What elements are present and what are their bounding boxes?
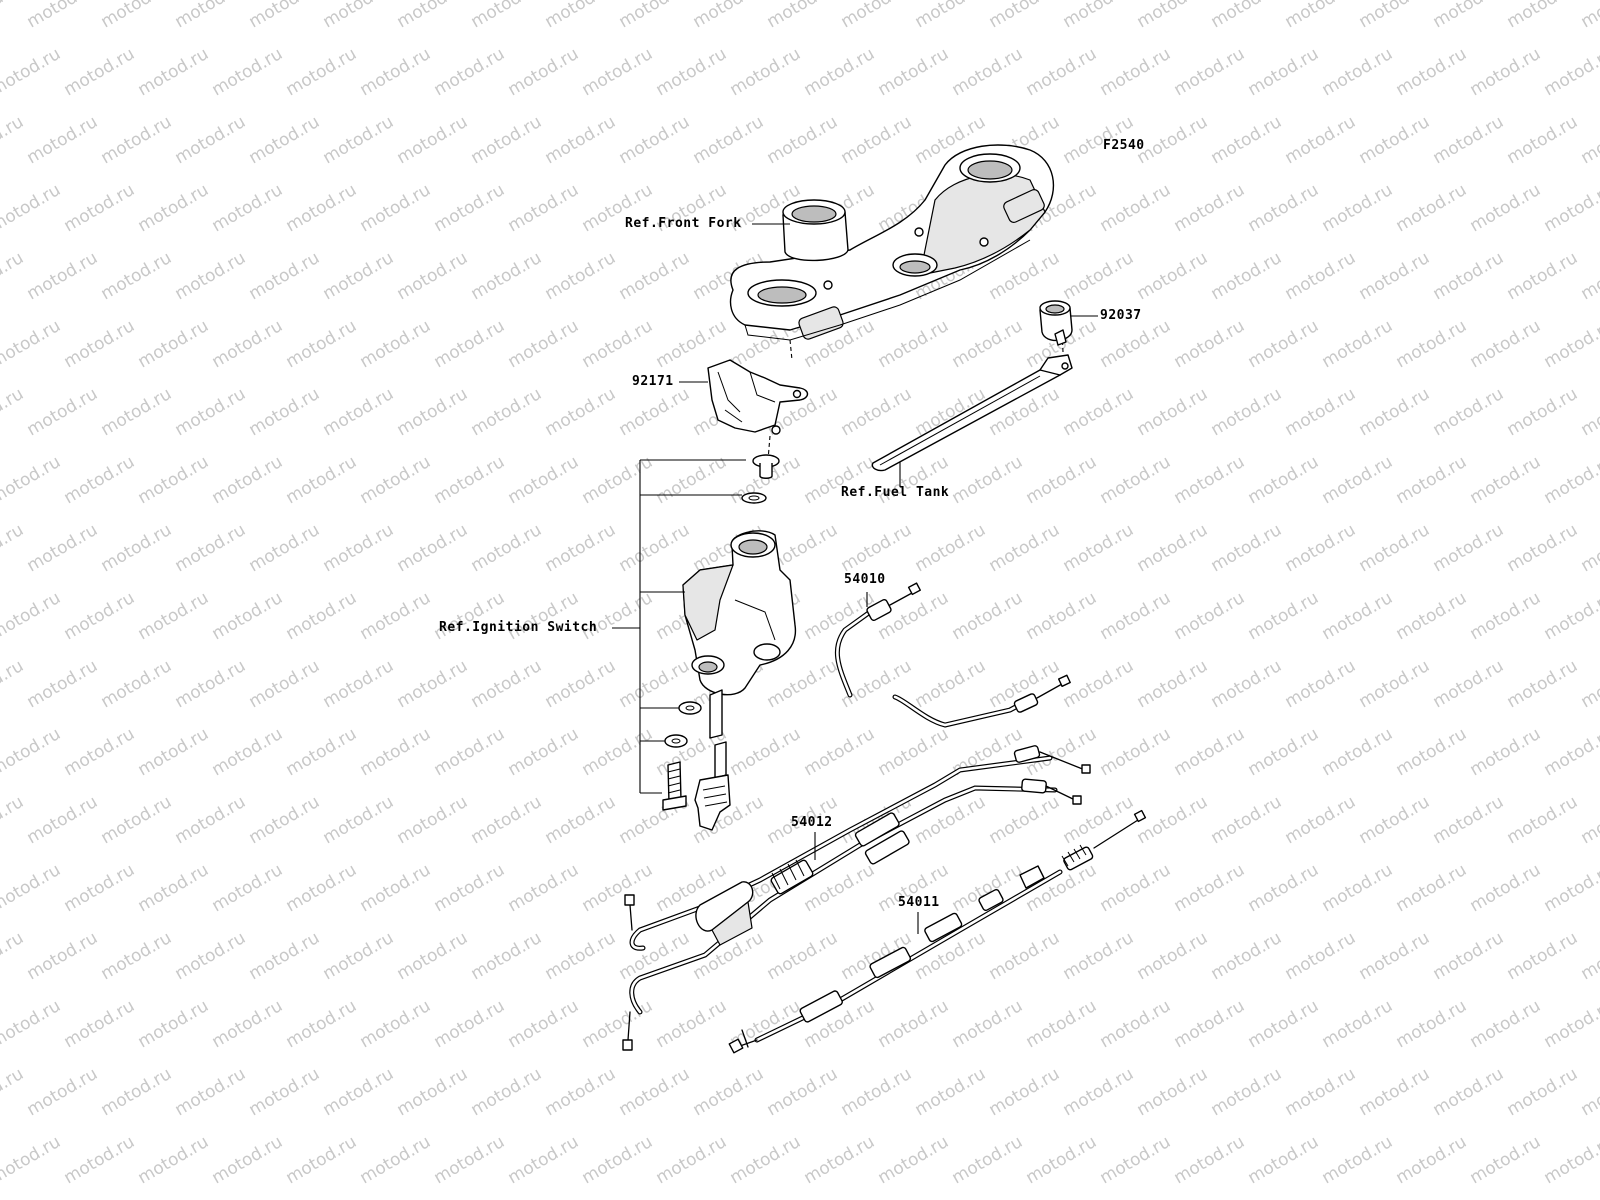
grommet-92037 bbox=[1039, 300, 1073, 346]
ignition-switch-assembly bbox=[662, 435, 797, 831]
label-ref-ignition-switch[interactable]: Ref.Ignition Switch bbox=[439, 620, 598, 635]
ignition-switch-bracket-lines bbox=[612, 459, 746, 794]
cable-54011 bbox=[728, 809, 1147, 1054]
upper-triple-clamp bbox=[729, 144, 1055, 341]
label-ref-fuel-tank[interactable]: Ref.Fuel Tank bbox=[841, 485, 950, 500]
label-part-92171[interactable]: 92171 bbox=[632, 374, 674, 389]
cable-54012 bbox=[622, 745, 1091, 1051]
diagram-code: F2540 bbox=[1103, 138, 1145, 153]
label-ref-front-fork[interactable]: Ref.Front Fork bbox=[625, 216, 742, 231]
label-part-92037[interactable]: 92037 bbox=[1100, 308, 1142, 323]
fuel-tank-bracket bbox=[871, 329, 1073, 472]
label-part-54012[interactable]: 54012 bbox=[791, 815, 833, 830]
label-part-54011[interactable]: 54011 bbox=[898, 895, 940, 910]
callout-leaders bbox=[679, 223, 1098, 934]
label-part-54010[interactable]: 54010 bbox=[844, 572, 886, 587]
bracket-92171 bbox=[707, 359, 809, 435]
cable-54010 bbox=[834, 582, 1071, 728]
